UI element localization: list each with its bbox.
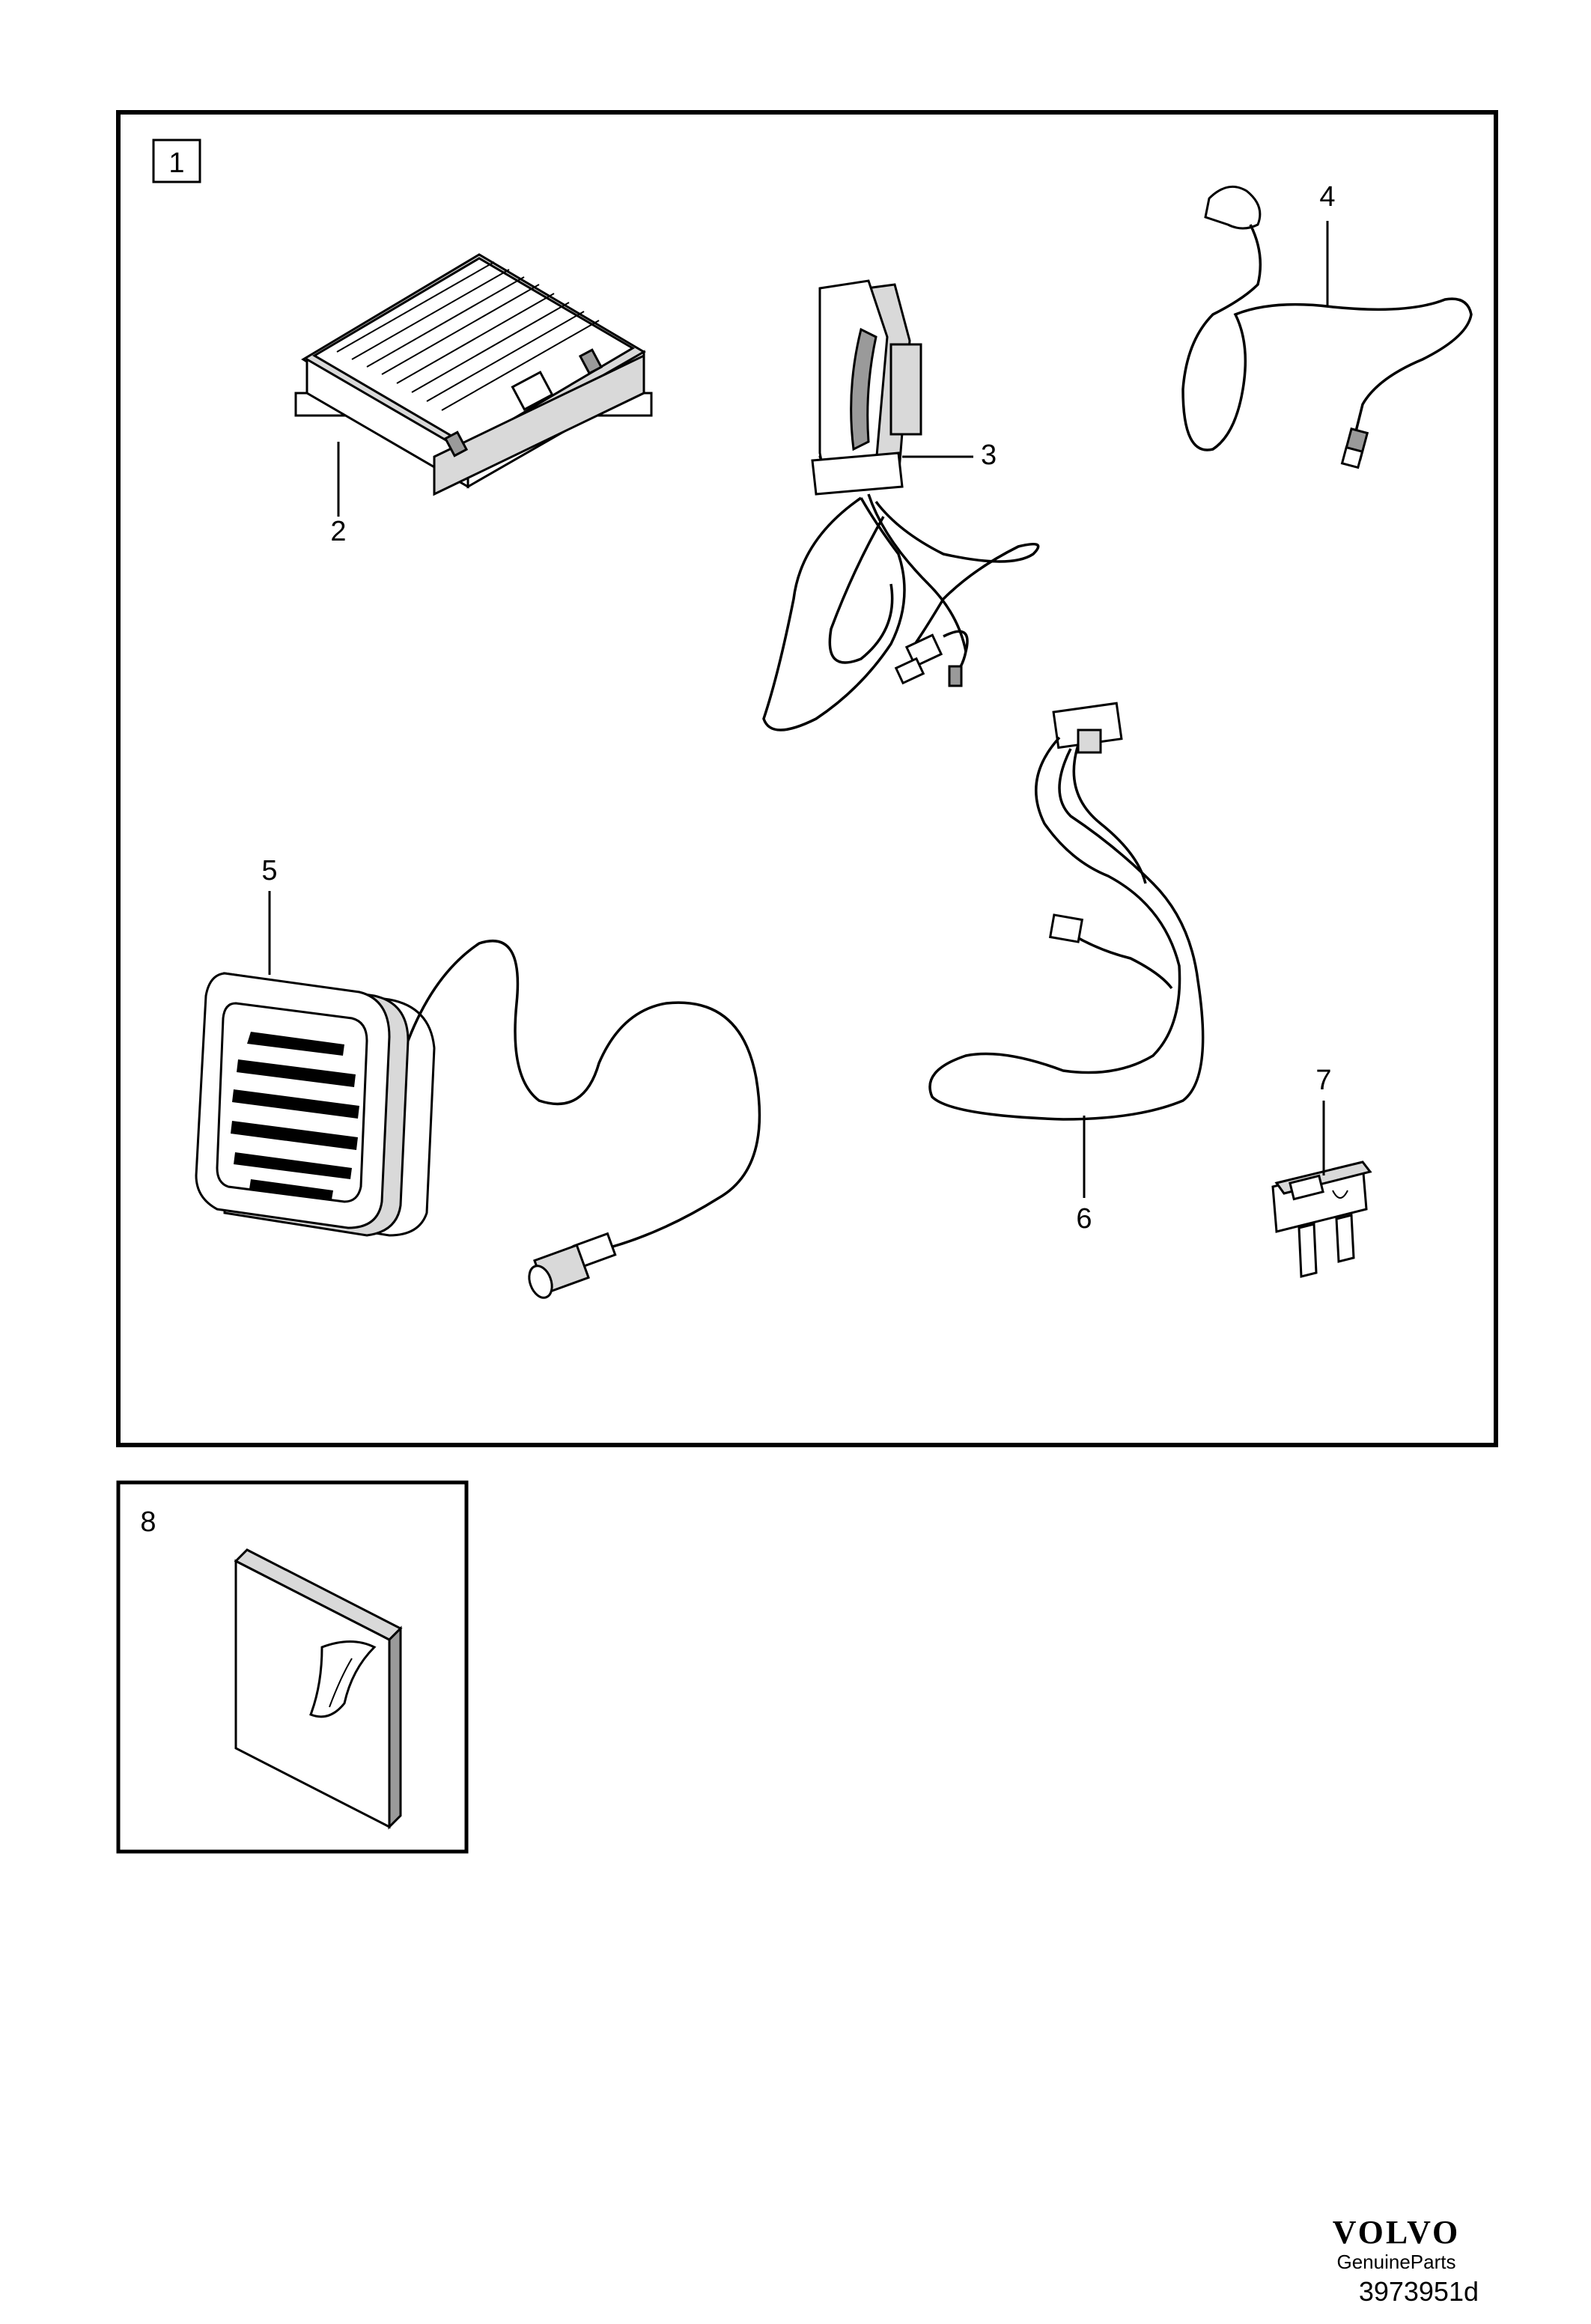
adhesive-pad-drawing: 8 (140, 1506, 403, 1830)
microphone-drawing: 4 (1181, 181, 1473, 469)
callout-7: 7 (1315, 1065, 1331, 1096)
brand-block: VOLVO GenuineParts (1299, 2216, 1494, 2275)
panel-number-label: 1 (168, 147, 184, 179)
callout-2: 2 (330, 516, 346, 547)
callout-5: 5 (261, 855, 277, 886)
callout-6: 6 (1076, 1203, 1092, 1235)
panel-number-box (152, 139, 201, 183)
secondary-panel-frame (116, 1480, 469, 1854)
genuine-parts-label: GenuineParts (1336, 2251, 1456, 2273)
main-panel-frame (116, 110, 1498, 1447)
loudspeaker-drawing: 5 (195, 855, 761, 1299)
callout-3: 3 (981, 439, 997, 471)
callout-8: 8 (140, 1506, 156, 1538)
volvo-logo: VOLVO (1332, 2214, 1461, 2251)
drawing-number: 3973951d (1358, 2276, 1479, 2307)
speaker-grille (231, 1032, 359, 1199)
callout-4: 4 (1319, 181, 1335, 213)
phone-holder-drawing: 3 (762, 279, 1040, 731)
control-unit-drawing: 2 (294, 253, 653, 547)
fuse-drawing: 7 (1271, 1065, 1372, 1278)
wiring-harness-drawing: 6 (928, 702, 1205, 1235)
